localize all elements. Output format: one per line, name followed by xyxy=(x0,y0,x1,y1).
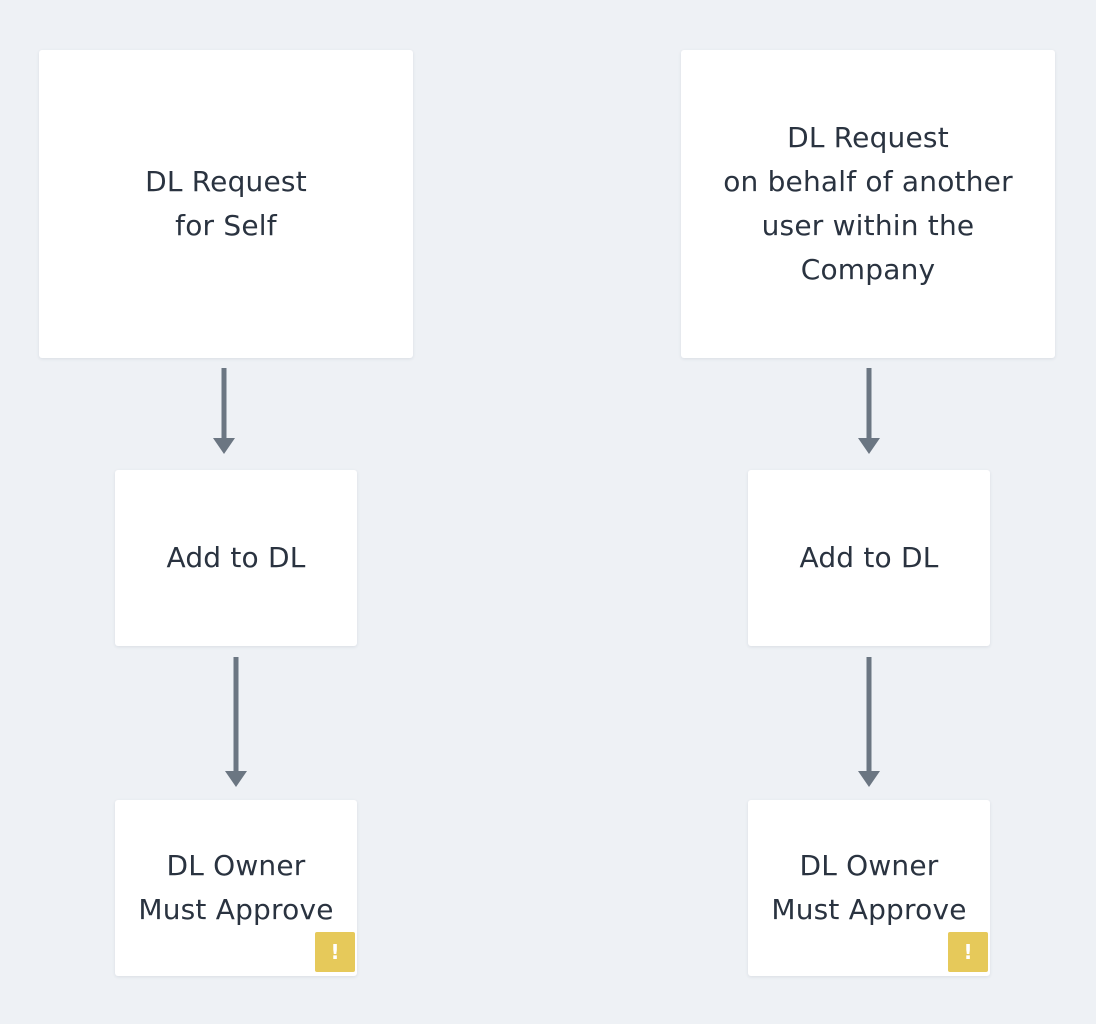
right-request-box: DL Request on behalf of another user wit… xyxy=(681,50,1055,358)
left-request-label: DL Request for Self xyxy=(145,165,307,242)
right-add-to-dl-box: Add to DL xyxy=(748,470,990,646)
right-add-to-dl-label: Add to DL xyxy=(799,541,939,574)
right-owner-approval-label: DL Owner Must Approve xyxy=(771,849,967,926)
left-owner-approval-box: DL Owner Must Approve ! xyxy=(115,800,357,976)
arrow-down-icon xyxy=(224,657,248,789)
arrow-down-icon xyxy=(857,657,881,789)
left-add-to-dl-label: Add to DL xyxy=(166,541,306,574)
arrow-down-icon xyxy=(857,368,881,456)
right-request-label: DL Request on behalf of another user wit… xyxy=(723,121,1013,286)
warning-icon: ! xyxy=(315,932,355,972)
warning-icon: ! xyxy=(948,932,988,972)
left-owner-approval-label: DL Owner Must Approve xyxy=(138,849,334,926)
left-request-box: DL Request for Self xyxy=(39,50,413,358)
right-owner-approval-box: DL Owner Must Approve ! xyxy=(748,800,990,976)
arrow-down-icon xyxy=(212,368,236,456)
left-add-to-dl-box: Add to DL xyxy=(115,470,357,646)
